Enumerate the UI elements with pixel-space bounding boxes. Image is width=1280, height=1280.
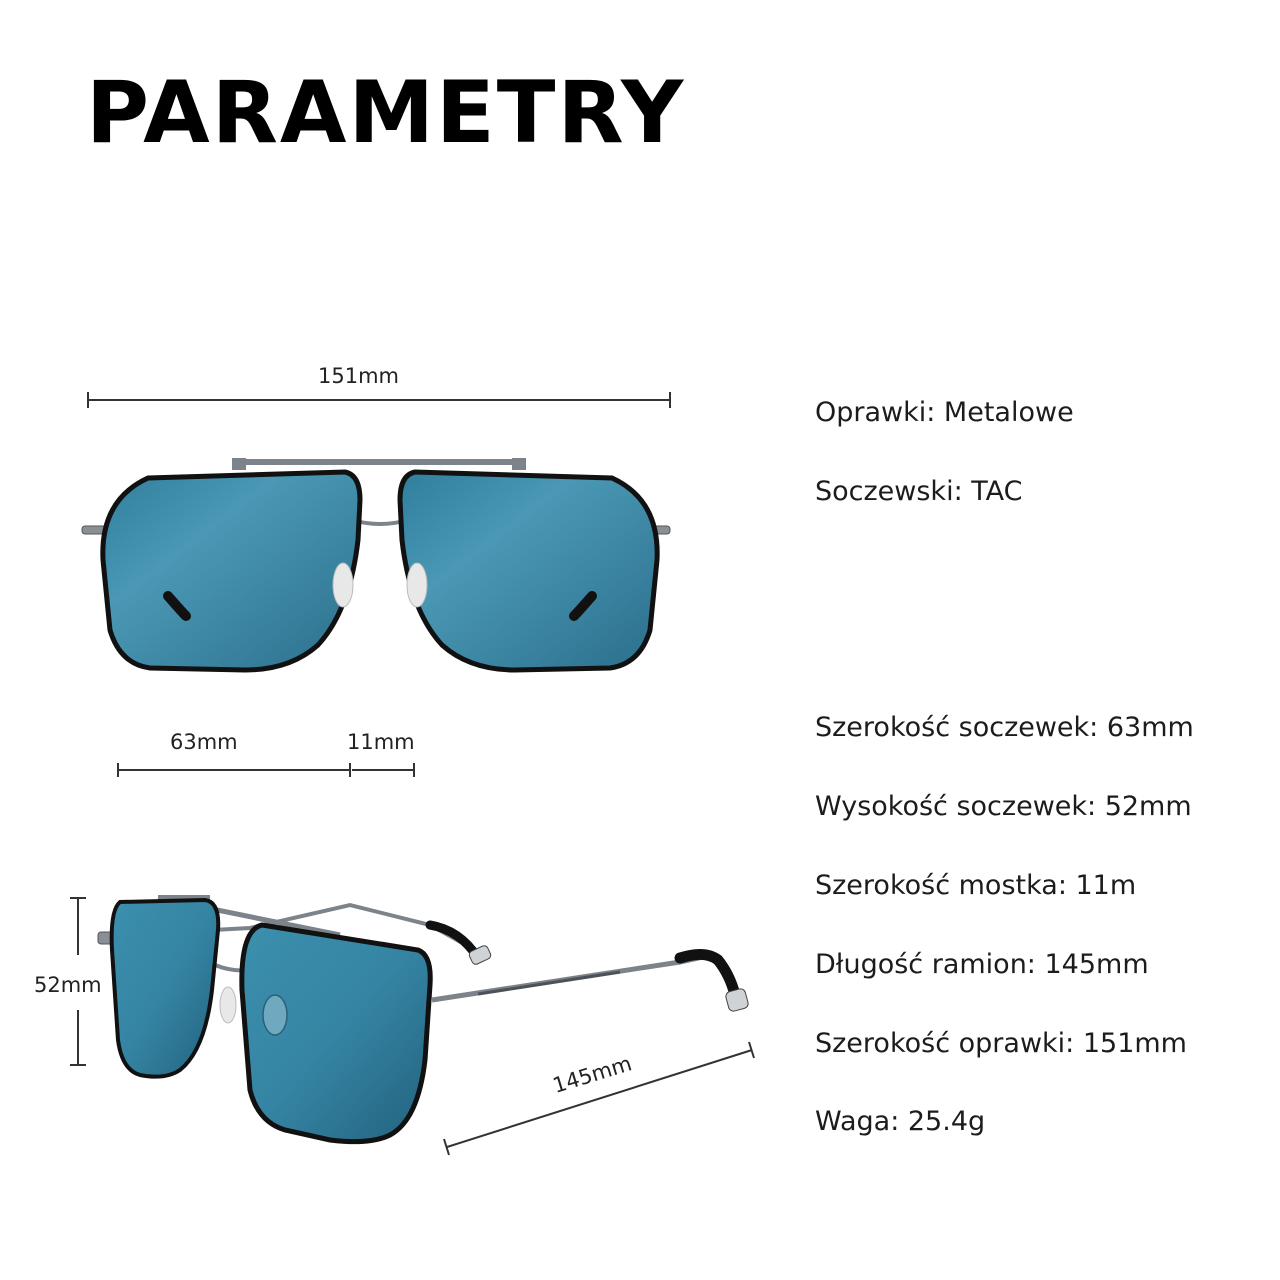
left-lens (100, 469, 363, 673)
front-view-glasses (81, 458, 671, 673)
lens-height-label: 52mm (34, 973, 102, 997)
spec-weight: Waga: 25.4g (815, 1106, 986, 1137)
spec-frame-material: Oprawki: Metalowe (815, 397, 1074, 428)
perspective-view-glasses (97, 895, 749, 1145)
spec-lens-width: Szerokość soczewek: 63mm (815, 712, 1194, 743)
lens-width-dimension-line (117, 763, 351, 777)
spec-temple-length: Długość ramion: 145mm (815, 949, 1149, 980)
right-lens (397, 469, 660, 673)
temple-length-dimension-line (443, 1041, 755, 1156)
spec-lens-height: Wysokość soczewek: 52mm (815, 791, 1192, 822)
spec-lens-material: Soczewski: TAC (815, 476, 1023, 507)
frame-width-dimension-line (87, 392, 671, 408)
lens-height-dimension-line (70, 897, 86, 1066)
frame-width-label: 151mm (318, 364, 399, 388)
spec-bridge-width: Szerokość mostka: 11m (815, 870, 1137, 901)
lens-width-label: 63mm (170, 730, 238, 754)
bridge-width-label: 11mm (347, 730, 415, 754)
spec-frame-width: Szerokość oprawki: 151mm (815, 1028, 1187, 1059)
page-title: PARAMETRY (86, 63, 686, 163)
bridge-width-dimension-line (352, 763, 415, 777)
